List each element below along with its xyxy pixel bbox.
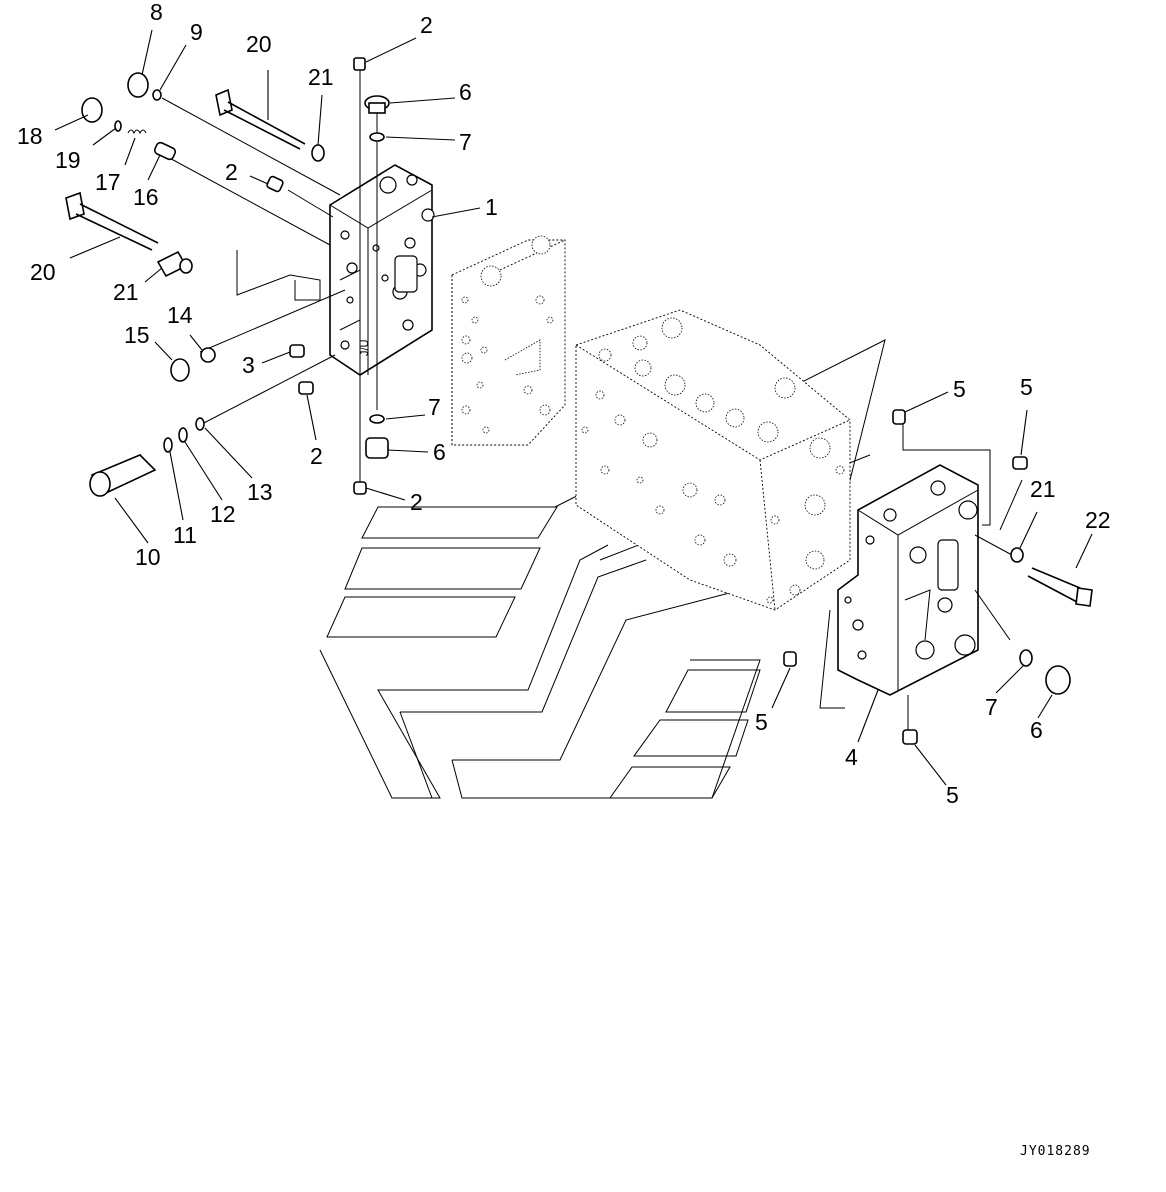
callout-2-lower: 2 xyxy=(310,443,323,469)
callout-18: 18 xyxy=(17,123,43,149)
drawing-code: JY018289 xyxy=(1020,1144,1091,1159)
callout-6-right: 6 xyxy=(1030,717,1043,743)
callout-4: 4 xyxy=(845,744,858,770)
callout-17: 17 xyxy=(95,169,121,195)
main-valve-section-dashed xyxy=(451,235,566,446)
callout-2-top: 2 xyxy=(420,12,433,38)
callout-labels: 8 9 20 21 2 6 7 18 19 17 16 2 1 20 21 14… xyxy=(17,0,1111,808)
centerlines xyxy=(161,70,1023,730)
callout-7-right: 7 xyxy=(985,694,998,720)
callout-6-bottom: 6 xyxy=(433,439,446,465)
callout-3: 3 xyxy=(242,352,255,378)
svg-text:J/U: J/U xyxy=(359,339,371,356)
callout-19: 19 xyxy=(55,147,81,173)
callout-14: 14 xyxy=(167,302,193,328)
callout-16: 16 xyxy=(133,184,159,210)
valve-section-part-1: J/U xyxy=(329,164,435,376)
callout-6-top: 6 xyxy=(459,79,472,105)
callout-21-right: 21 xyxy=(1030,476,1056,502)
callout-13: 13 xyxy=(247,479,273,505)
callout-12: 12 xyxy=(210,501,236,527)
main-valve-body-dashed xyxy=(575,309,851,611)
callout-21-lower: 21 xyxy=(113,279,139,305)
callout-15: 15 xyxy=(124,322,150,348)
leader-lines xyxy=(54,29,1093,786)
callout-11: 11 xyxy=(173,522,197,548)
callout-8: 8 xyxy=(150,0,163,25)
callout-5-bottom: 5 xyxy=(946,782,959,808)
callout-2-mid: 2 xyxy=(225,159,238,185)
callout-5-lower-left: 5 xyxy=(755,709,768,735)
valve-section-part-4 xyxy=(837,464,979,696)
small-parts xyxy=(65,57,1093,745)
callout-1: 1 xyxy=(485,194,498,220)
callout-2-bottom: 2 xyxy=(410,489,423,515)
callout-9: 9 xyxy=(190,19,203,45)
callout-5-upper-left: 5 xyxy=(953,376,966,402)
callout-20-upper: 20 xyxy=(246,31,272,57)
callout-7-bottom: 7 xyxy=(428,394,441,420)
callout-21-upper: 21 xyxy=(308,64,334,90)
callout-7-top: 7 xyxy=(459,129,472,155)
callout-20-lower: 20 xyxy=(30,259,56,285)
callout-22: 22 xyxy=(1085,507,1111,533)
callout-10: 10 xyxy=(135,544,161,570)
callout-5-upper-right: 5 xyxy=(1020,374,1033,400)
